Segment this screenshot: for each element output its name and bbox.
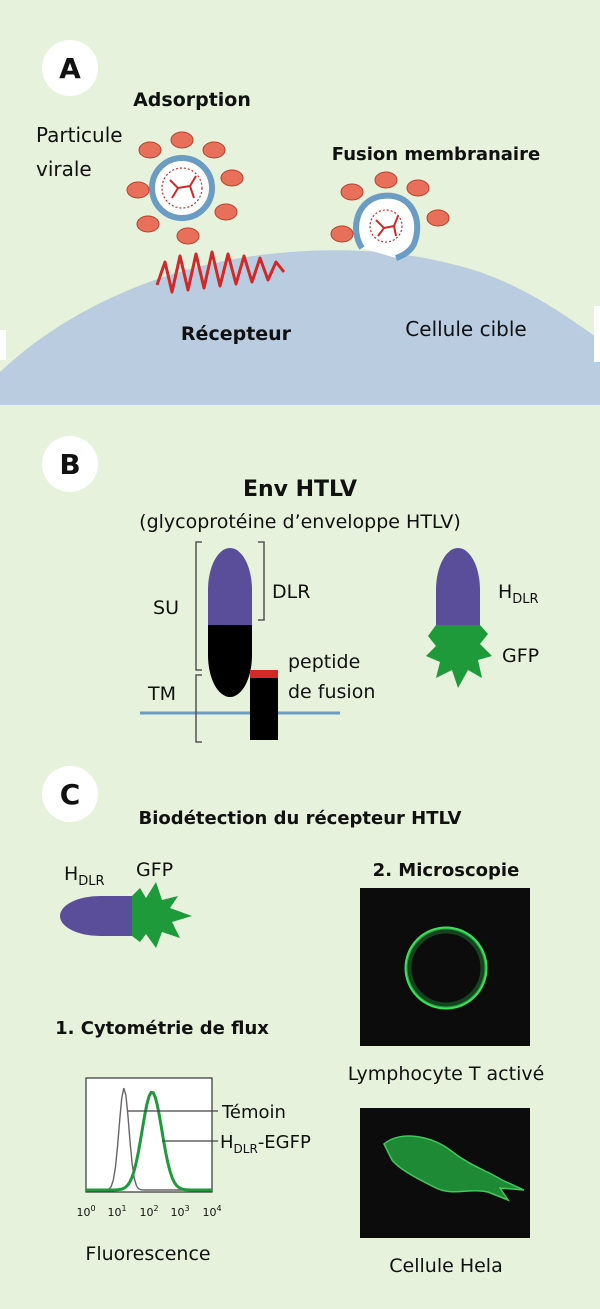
microscopy-title: 2. Microscopie (373, 860, 520, 881)
badge-b: B (59, 448, 80, 481)
label-su: SU (153, 597, 179, 619)
badge-b-circle (42, 436, 98, 492)
label-gfp-b: GFP (502, 645, 539, 667)
histogram-xlabel: Fluorescence (85, 1243, 210, 1265)
label-particle-line1: Particule (36, 123, 123, 147)
tick-label-2: 102 (139, 1204, 158, 1219)
panel-b-subtitle: (glycoprotéine d’enveloppe HTLV) (139, 511, 461, 533)
label-peptide-line1: peptide (288, 651, 360, 673)
histogram-sample-curve (86, 1090, 212, 1192)
tick-label-3: 103 (170, 1204, 189, 1219)
label-peptide-line2: de fusion (288, 681, 375, 703)
panel-b-title: Env HTLV (243, 477, 357, 502)
caption-hela: Cellule Hela (389, 1255, 502, 1277)
virus-particle-adsorbing (126, 131, 244, 245)
tick-label-4: 104 (202, 1204, 221, 1219)
legend-sample: HDLR-EGFP (220, 1132, 311, 1156)
tick-label-1: 101 (107, 1204, 126, 1219)
micrograph-cell-ring (404, 926, 488, 1010)
caption-lymphocyte: Lymphocyte T activé (348, 1063, 545, 1085)
label-tm: TM (147, 683, 176, 705)
target-cell (0, 250, 600, 405)
label-fusion: Fusion membranaire (332, 144, 540, 165)
transmembrane-segment (250, 678, 278, 740)
label-receptor: Récepteur (181, 323, 292, 345)
hdlr-gfp-construct-vertical (426, 548, 492, 688)
page-edge-right (594, 306, 600, 362)
legend-control: Témoin (221, 1102, 286, 1123)
histogram-tick-labels: 100 101 102 103 104 (76, 1204, 221, 1219)
micrograph-hela-cell (383, 1135, 525, 1202)
virus-particle-fusing (330, 171, 450, 261)
label-adsorption: Adsorption (133, 89, 251, 111)
label-target-cell: Cellule cible (405, 317, 526, 341)
receptor-zigzag (155, 250, 286, 294)
micrograph-lymphocyte (360, 888, 530, 1046)
badge-c: C (60, 778, 81, 811)
label-hdlr-b: HDLR (498, 581, 539, 607)
panel-c-title: Biodétection du récepteur HTLV (139, 808, 462, 829)
label-particle-line2: virale (36, 157, 92, 181)
domain-brackets (195, 541, 265, 743)
panel-c: C Biodétection du récepteur HTLV HDLR GF… (42, 766, 544, 1277)
label-hdlr-c: HDLR (64, 863, 105, 889)
page-edge-left (0, 330, 6, 360)
label-dlr: DLR (272, 581, 310, 603)
badge-a-circle (42, 40, 98, 96)
fusion-peptide-tip (250, 670, 278, 678)
panel-a: A (0, 40, 600, 405)
badge-c-circle (42, 766, 98, 822)
panel-b: B Env HTLV (glycoprotéine d’enveloppe HT… (42, 436, 539, 743)
flow-title: 1. Cytométrie de flux (55, 1018, 269, 1039)
hdlr-gfp-construct-horizontal (60, 882, 192, 948)
label-gfp-c: GFP (136, 859, 173, 881)
badge-a: A (59, 52, 81, 85)
tick-label-0: 100 (76, 1204, 95, 1219)
env-glycoprotein (208, 548, 278, 740)
